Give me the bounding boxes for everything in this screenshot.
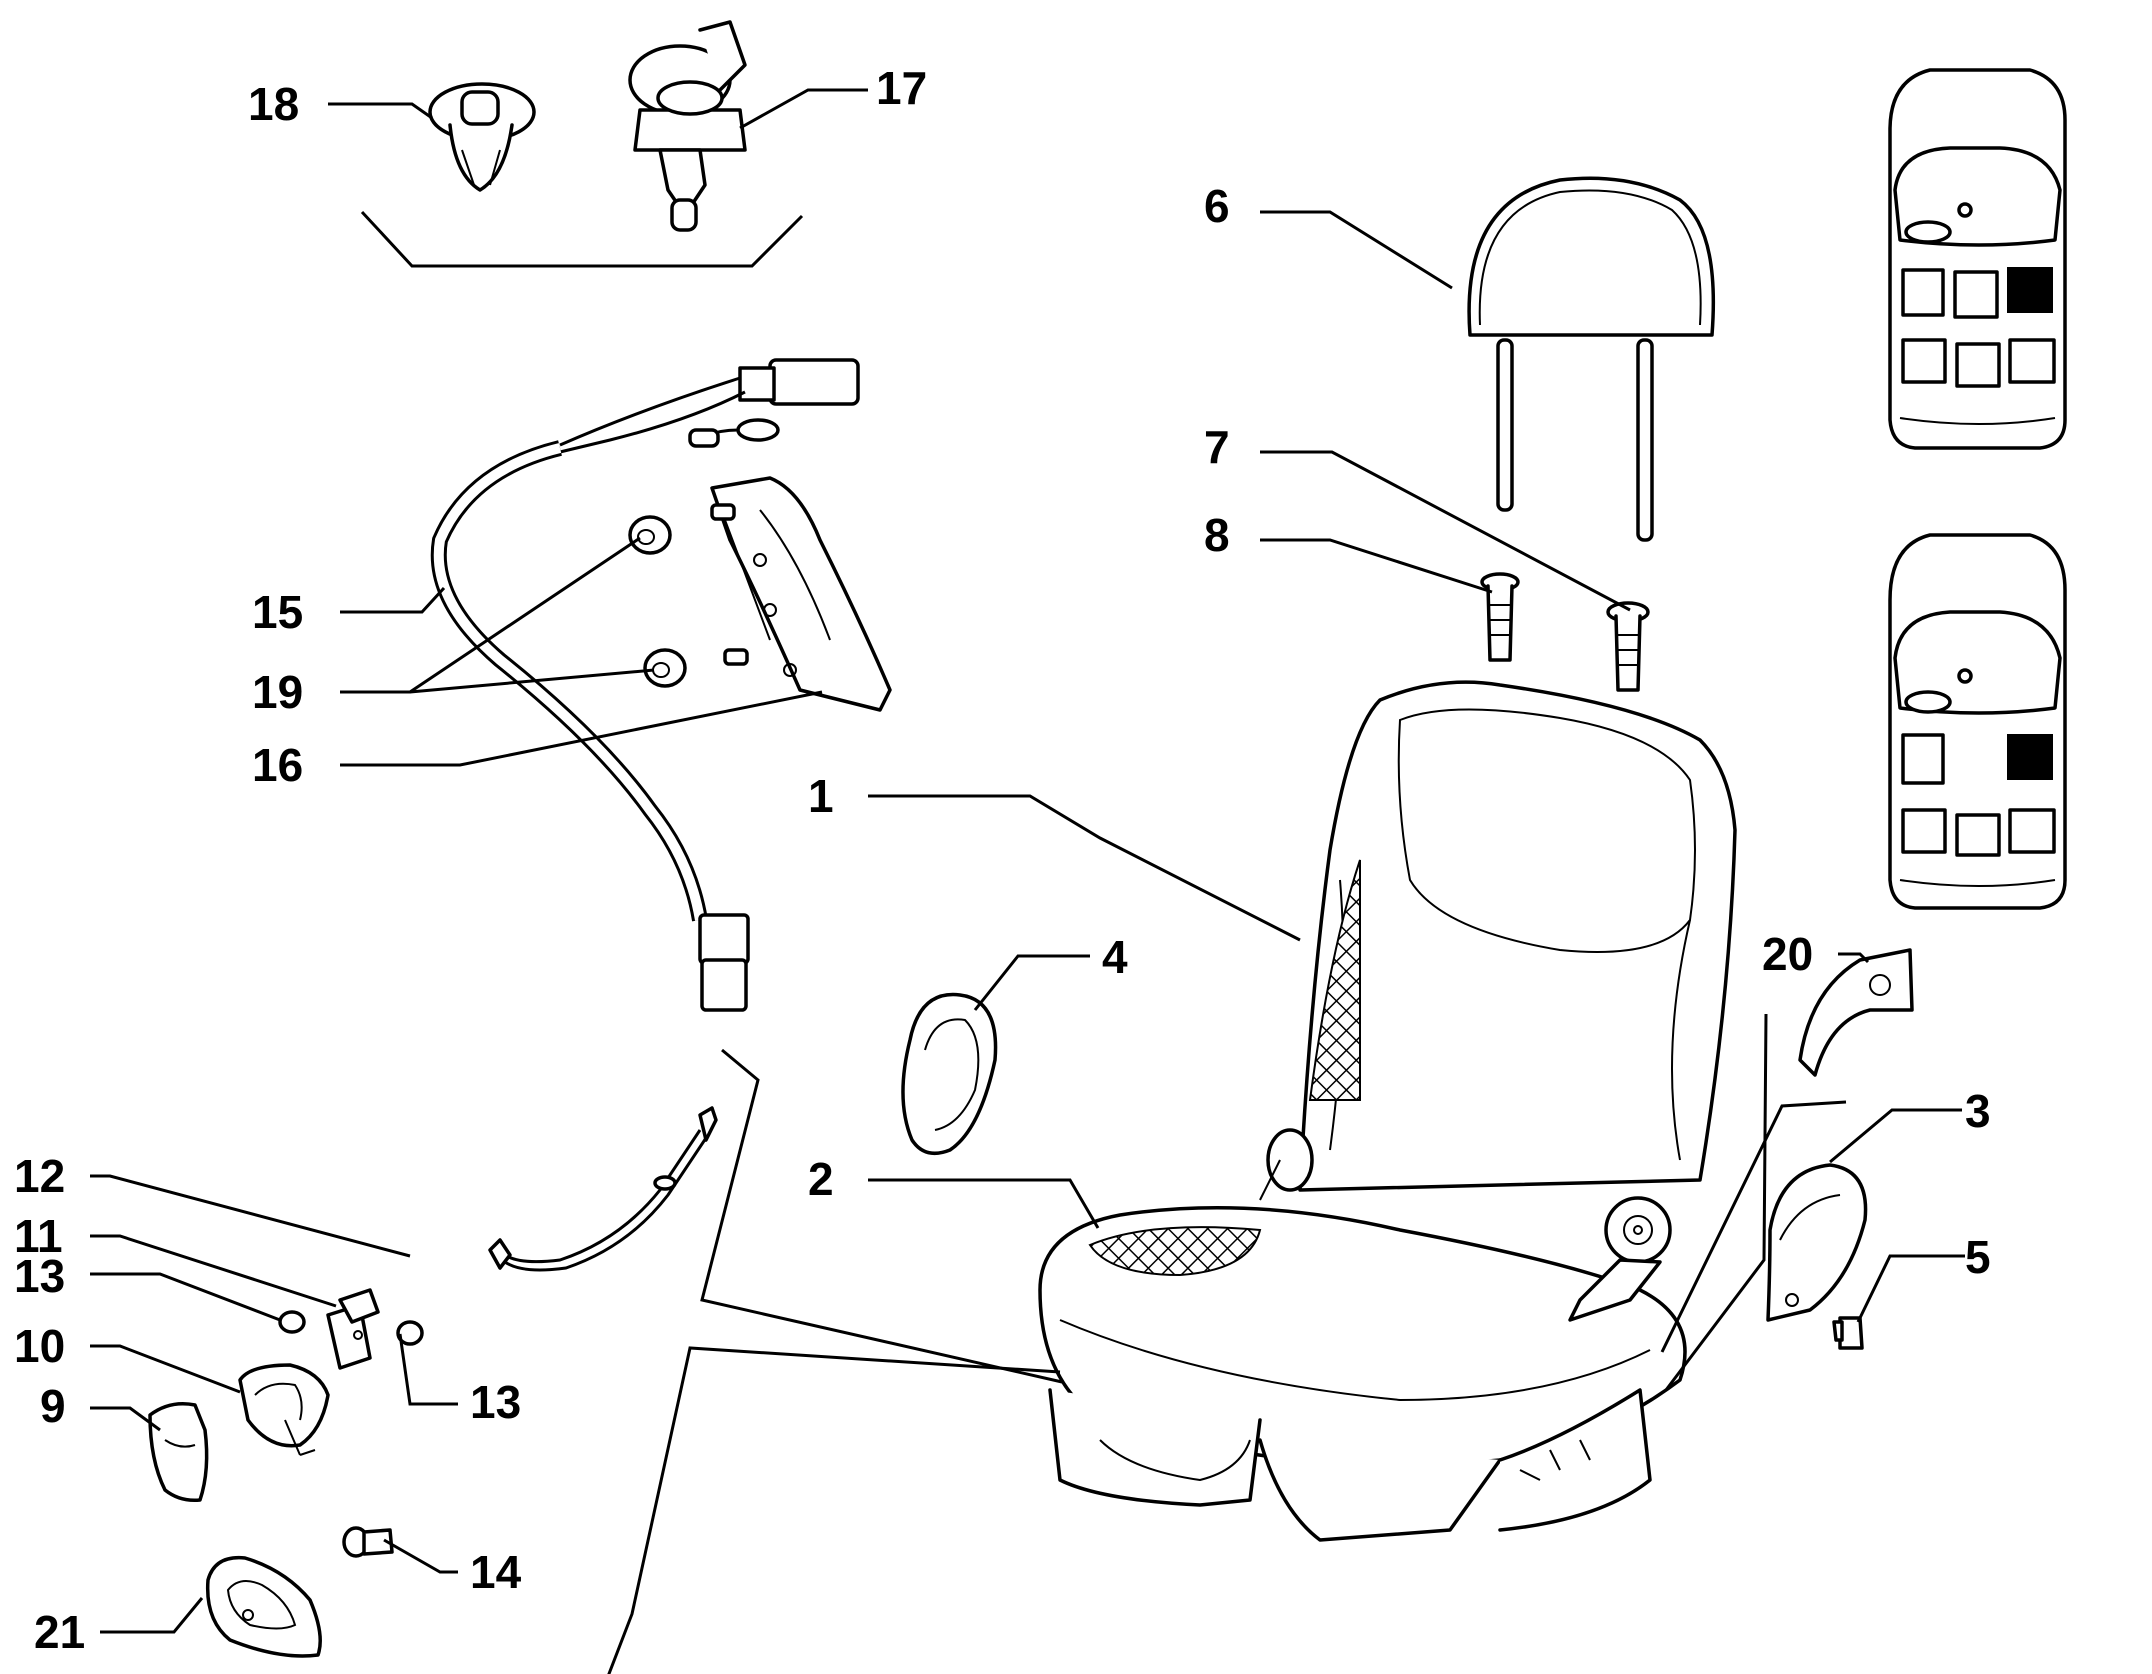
callout-11: 11 <box>14 1210 63 1262</box>
part-19-nut-upper <box>628 515 672 555</box>
part-9-handle <box>148 1402 209 1503</box>
callout-labels: 1 2 3 4 5 6 7 8 9 10 11 12 13 13 14 15 1… <box>14 62 1991 1658</box>
recliner-mechanism <box>1259 1128 1672 1322</box>
callout-7: 7 <box>1204 421 1230 473</box>
assembly-guide-lines <box>607 1013 1847 1674</box>
part-6-headrest <box>1467 176 1716 542</box>
callout-3: 3 <box>1965 1085 1991 1137</box>
part-12-release-cable <box>488 1106 718 1272</box>
callout-1: 1 <box>808 770 834 822</box>
callout-16: 16 <box>252 739 303 791</box>
part-18-push-clip <box>428 82 536 192</box>
part-14-screw <box>342 1526 394 1558</box>
callout-10: 10 <box>14 1320 65 1372</box>
part-1-seat-backrest <box>1298 680 1737 1192</box>
part-15-wiring-harness <box>430 358 860 1012</box>
part-10-handle-housing <box>238 1363 330 1456</box>
part-20-lever <box>1798 948 1914 1077</box>
callout-6: 6 <box>1204 180 1230 232</box>
remote-key-upper <box>1888 68 2067 450</box>
group-bracket <box>360 210 804 268</box>
callout-17: 17 <box>876 62 927 114</box>
part-2-seat-cushion <box>1038 1205 1687 1542</box>
leader-lines <box>90 88 1965 1634</box>
callout-5: 5 <box>1965 1231 1991 1283</box>
part-21-bezel <box>205 1555 322 1658</box>
part-16-side-airbag-module <box>710 476 892 712</box>
callout-9: 9 <box>40 1380 66 1432</box>
part-3-recliner-cover <box>1766 1163 1868 1322</box>
remote-key-lower <box>1888 533 2067 910</box>
part-7-headrest-guide <box>1606 601 1650 692</box>
callout-4: 4 <box>1102 931 1128 983</box>
callout-14: 14 <box>470 1546 522 1598</box>
callout-2: 2 <box>808 1153 834 1205</box>
part-19-nut-lower <box>643 648 687 688</box>
part-13-grommet-left <box>278 1310 306 1334</box>
callout-13-left: 13 <box>14 1250 65 1302</box>
part-11-bracket <box>326 1288 380 1370</box>
part-4-trim-cover <box>901 992 998 1156</box>
callout-15: 15 <box>252 586 303 638</box>
callout-13-right: 13 <box>470 1376 521 1428</box>
part-13-grommet-right <box>396 1320 424 1346</box>
part-5-screw <box>1832 1316 1864 1350</box>
callout-20: 20 <box>1762 928 1813 980</box>
callout-8: 8 <box>1204 509 1230 561</box>
callout-12: 12 <box>14 1150 65 1202</box>
part-8-headrest-guide <box>1480 572 1520 662</box>
callout-19: 19 <box>252 666 303 718</box>
callout-21: 21 <box>34 1606 85 1658</box>
part-17-holder-clip <box>628 20 747 232</box>
callout-18: 18 <box>248 78 299 130</box>
